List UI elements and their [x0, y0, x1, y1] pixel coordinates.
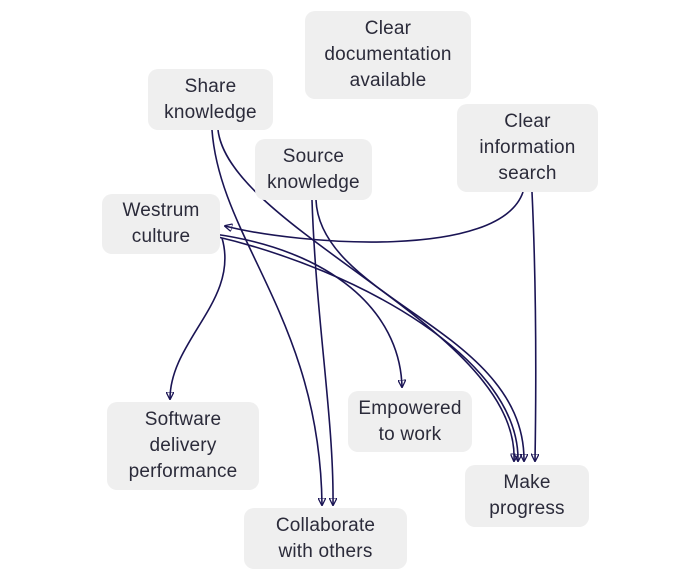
edge-share-to-collaborate [211, 129, 322, 505]
node-westrum-culture: Westrum culture [102, 194, 220, 254]
node-clear-information-search: Clear information search [457, 104, 598, 192]
edge-source-to-collaborate [311, 199, 333, 505]
node-make-progress: Make progress [465, 465, 589, 527]
node-software-delivery-performance: Software delivery performance [107, 402, 259, 490]
edge-search-to-westrum [225, 191, 524, 243]
node-label: Make progress [489, 472, 565, 519]
node-share-knowledge: Share knowledge [148, 69, 273, 130]
node-label: Empowered to work [358, 397, 462, 445]
edge-westrum-to-software [170, 237, 226, 399]
node-source-knowledge: Source knowledge [255, 139, 372, 200]
node-label: Software delivery performance [128, 409, 238, 482]
node-label: Source knowledge [267, 145, 360, 193]
node-label: Clear documentation available [324, 18, 452, 91]
edge-westrum-to-progress [213, 235, 518, 461]
node-clear-documentation: Clear documentation available [305, 11, 471, 99]
node-label: Westrum culture [122, 200, 200, 247]
node-collaborate-with-others: Collaborate with others [244, 508, 407, 569]
node-empowered-to-work: Empowered to work [348, 391, 472, 452]
node-label: Clear information search [479, 111, 576, 184]
edge-search-to-progress [532, 191, 536, 461]
edge-source-to-progress [315, 199, 524, 461]
node-label: Collaborate with others [275, 514, 376, 562]
node-label: Share knowledge [164, 75, 257, 123]
edge-westrum-to-empowered [213, 233, 402, 387]
